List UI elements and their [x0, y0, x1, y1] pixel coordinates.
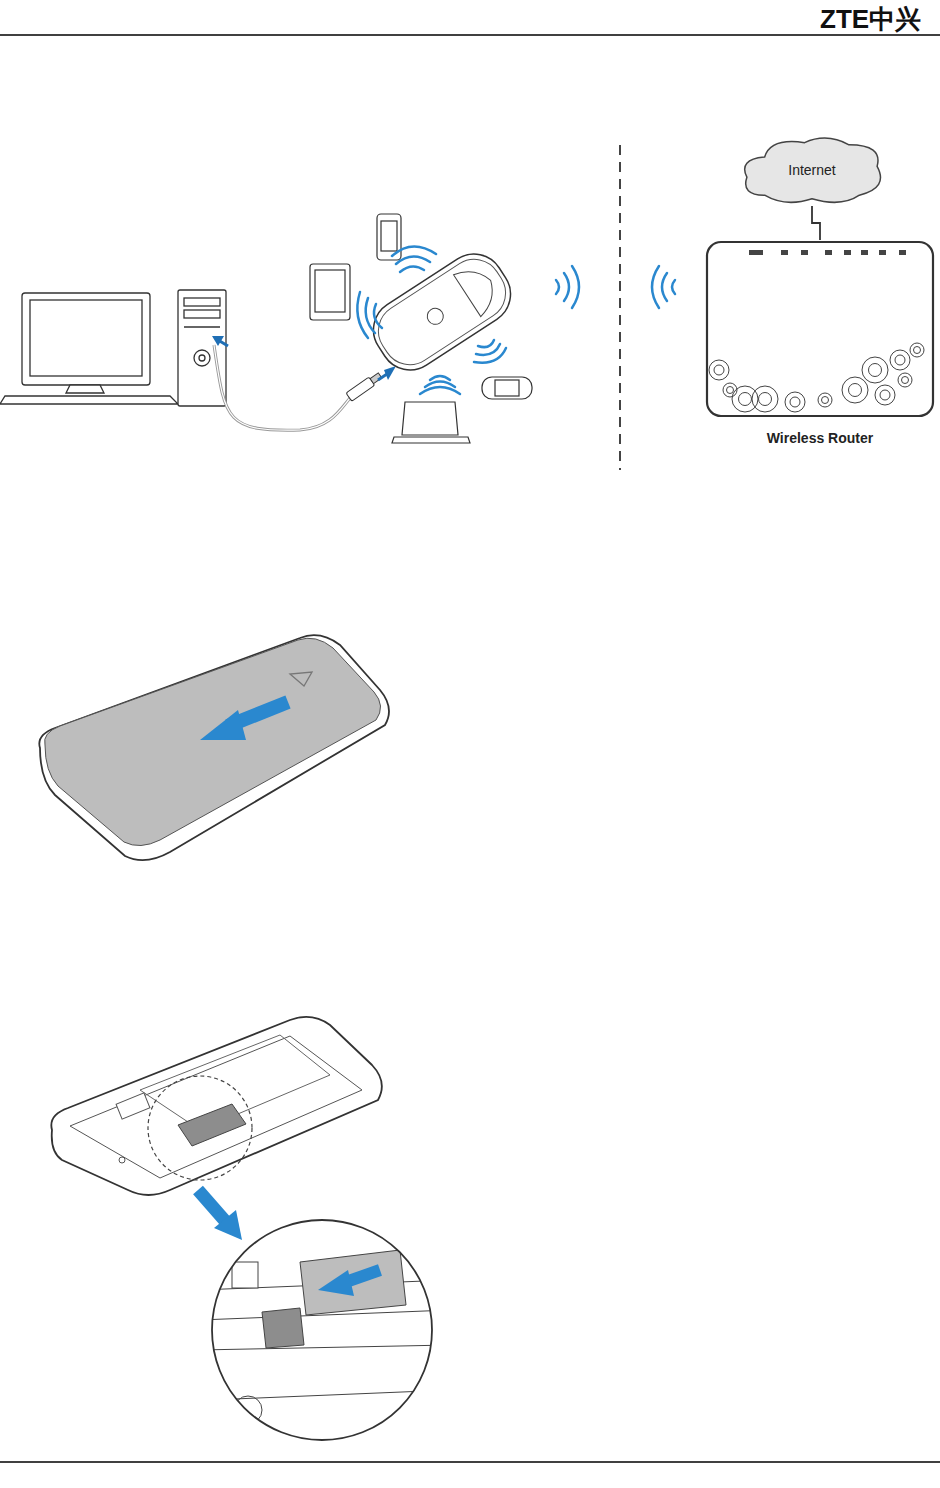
device-with-cover [39, 635, 389, 860]
mobile-hotspot [362, 243, 522, 382]
usb-plug [346, 371, 383, 401]
header-rule [0, 34, 940, 36]
cloud-label: Internet [788, 162, 835, 178]
desktop-pc [0, 290, 226, 406]
brand-logo: ZTE中兴 [820, 2, 921, 37]
internet-cloud: Internet [738, 134, 886, 206]
wifi-waves [357, 246, 675, 394]
device-label: Wireless Router [767, 430, 873, 446]
footer-rule [0, 1461, 940, 1463]
router-node: Wireless Router [705, 240, 935, 450]
client-devices [310, 214, 532, 443]
divider [619, 145, 621, 470]
connector [812, 206, 820, 240]
usb-cable [214, 345, 350, 430]
device-open [51, 1017, 450, 1450]
router-outline [705, 240, 935, 450]
